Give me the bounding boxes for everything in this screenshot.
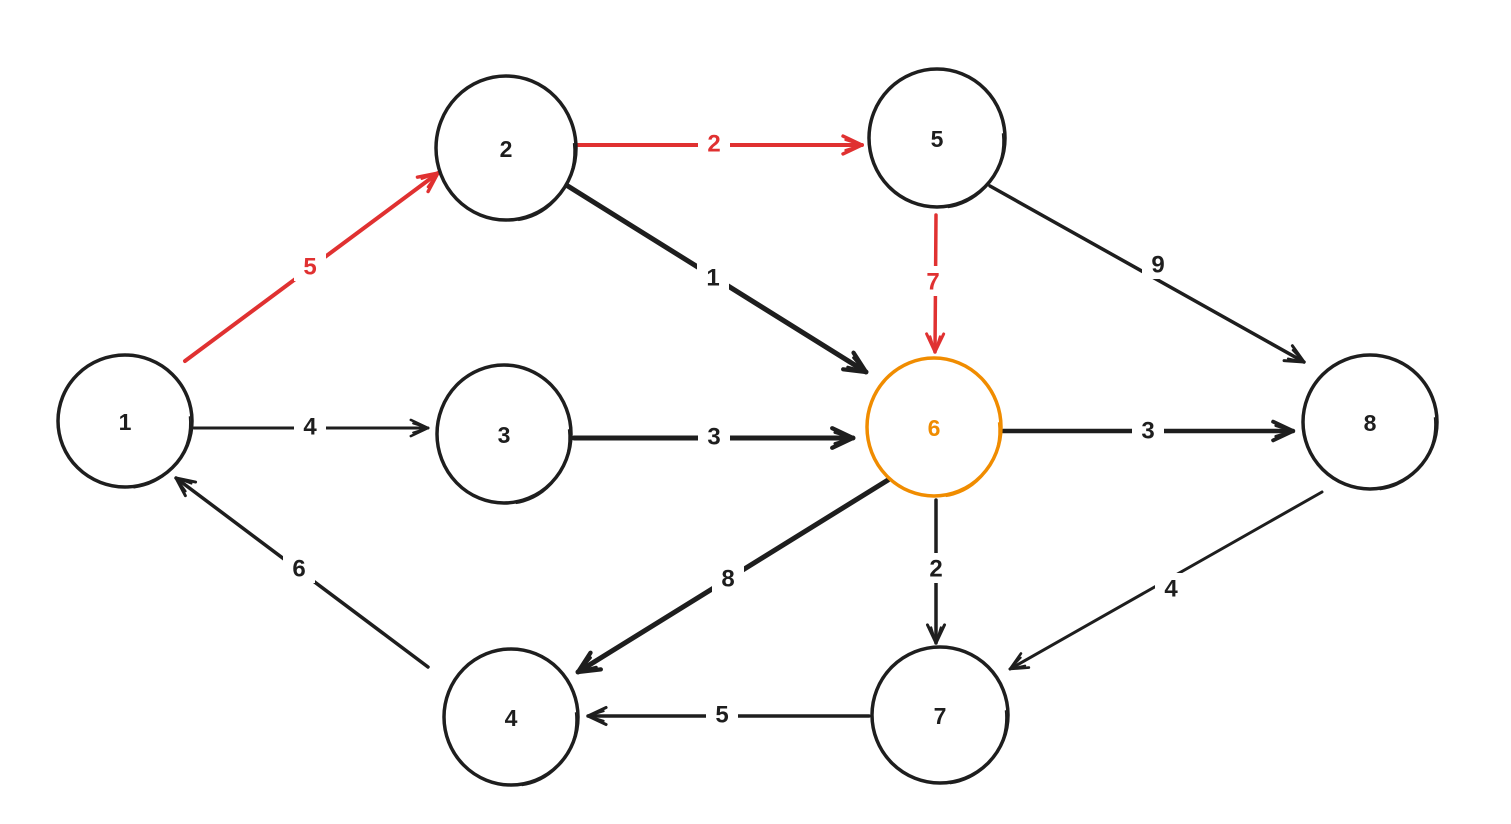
edge-1-2: 5 xyxy=(183,171,440,363)
edge-7-4: 5 xyxy=(586,699,871,729)
edge-6-8: 3 xyxy=(1000,415,1296,445)
edge-2-5: 2 xyxy=(576,128,864,158)
edge-2-6: 1 xyxy=(560,180,869,375)
edge-weight-label: 2 xyxy=(929,556,942,583)
node-label: 2 xyxy=(500,136,513,162)
edge-weight-label: 5 xyxy=(715,702,728,729)
node-label: 1 xyxy=(119,409,132,435)
node-1: 1 xyxy=(56,353,194,489)
node-3: 3 xyxy=(435,363,573,505)
edge-weight-label: 2 xyxy=(707,131,720,158)
edge-weight-label: 3 xyxy=(1141,418,1154,445)
edge-6-7: 2 xyxy=(920,498,952,645)
node-5: 5 xyxy=(867,67,1007,209)
node-label: 7 xyxy=(934,703,947,729)
edge-weight-label: 6 xyxy=(292,556,305,583)
edge-6-4: 8 xyxy=(575,477,891,675)
edge-weight-label: 5 xyxy=(303,254,316,281)
node-label: 3 xyxy=(498,422,511,448)
edge-4-1: 6 xyxy=(174,476,430,669)
node-label: 8 xyxy=(1364,410,1377,436)
edge-weight-label: 7 xyxy=(926,269,939,296)
edge-weight-label: 4 xyxy=(303,414,317,441)
edge-weight-label: 1 xyxy=(706,265,719,292)
node-4: 4 xyxy=(442,647,580,787)
edge-8-7: 4 xyxy=(1008,490,1324,671)
node-8: 8 xyxy=(1301,353,1439,491)
node-6: 6 xyxy=(865,356,1003,498)
edge-weight-label: 8 xyxy=(721,566,734,593)
edge-weight-label: 3 xyxy=(707,424,720,451)
edge-5-6: 7 xyxy=(917,213,949,354)
edge-5-8: 9 xyxy=(988,184,1306,364)
node-7: 7 xyxy=(870,645,1010,785)
edge-1-3: 4 xyxy=(192,411,430,441)
node-label: 4 xyxy=(505,705,518,731)
node-2: 2 xyxy=(434,74,578,222)
edge-weight-label: 9 xyxy=(1151,252,1164,279)
edge-weight-label: 4 xyxy=(1164,576,1178,603)
node-label: 6 xyxy=(928,415,941,441)
node-label: 5 xyxy=(931,126,944,152)
edge-3-6: 3 xyxy=(571,421,856,451)
